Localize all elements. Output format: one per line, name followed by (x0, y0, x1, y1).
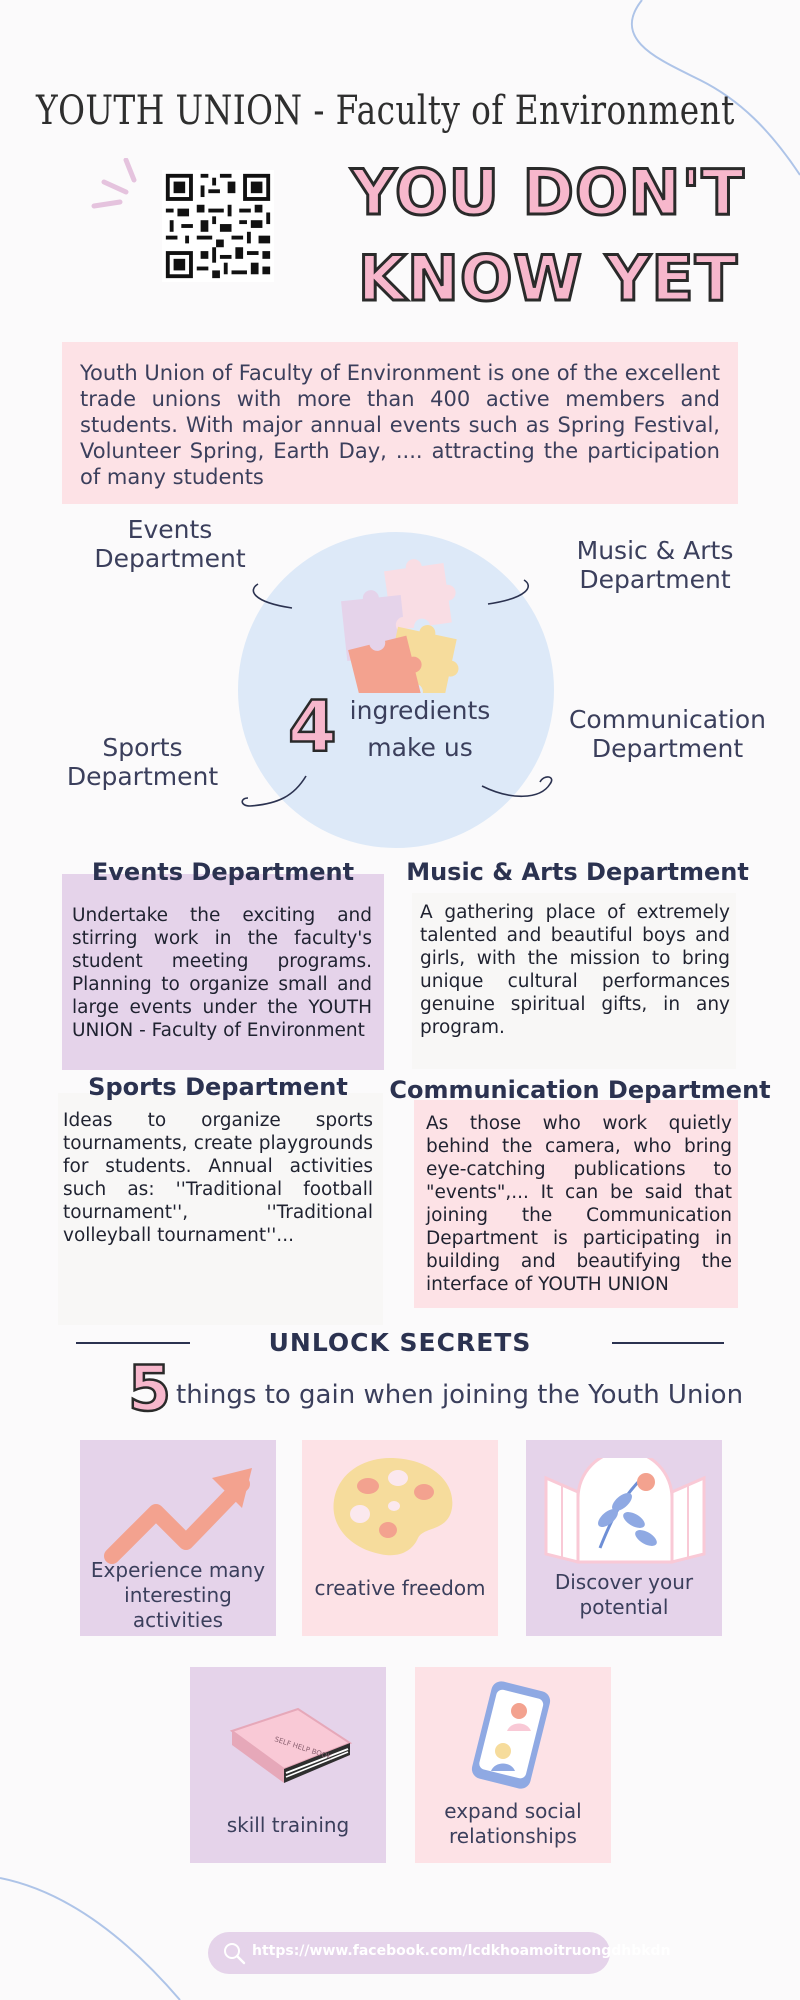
benefit-label: Discover your potential (554, 1570, 694, 1619)
benefit-label: Experience many interesting activities (90, 1558, 266, 1632)
headline: YOU DON'T KNOW YET (350, 155, 746, 317)
benefit-card-creative: creative freedom (302, 1440, 498, 1636)
communication-department-description: As those who work quietly behind the cam… (414, 1100, 738, 1308)
music-arts-department-label: Music & Arts Department (576, 536, 734, 594)
paint-palette-icon (333, 1458, 453, 1556)
events-department-description: Undertake the exciting and stirring work… (62, 874, 384, 1070)
benefit-label: skill training (226, 1813, 350, 1837)
benefits-number: 5 (127, 1351, 173, 1427)
qr-code-icon[interactable] (162, 170, 274, 282)
puzzle-icon (341, 559, 459, 693)
events-department-title: Events Department (91, 858, 355, 886)
phone-call-icon (471, 1681, 551, 1789)
unlock-secrets-heading: UNLOCK SECRETS (268, 1328, 532, 1357)
divider-right (612, 1342, 724, 1344)
benefit-card-skill: SELF HELP BOOK skill training (190, 1667, 386, 1863)
growth-arrow-icon (104, 1468, 252, 1564)
intro-text: Youth Union of Faculty of Environment is… (62, 342, 738, 504)
music-arts-department-description: A gathering place of extremely talented … (412, 893, 736, 1069)
sports-department-title: Sports Department (88, 1073, 348, 1101)
ingredients-text: ingredients make us (349, 696, 491, 762)
benefit-card-activities: Experience many interesting activities (80, 1440, 276, 1636)
communication-department-title: Communication Department (389, 1076, 771, 1104)
open-window-icon (544, 1458, 706, 1564)
divider-left (76, 1342, 190, 1344)
bottom-left-curve-decoration (0, 1877, 181, 2000)
ingredients-number: 4 (287, 685, 338, 770)
sports-department-label: Sports Department (66, 733, 219, 791)
book-icon: SELF HELP BOOK (229, 1707, 353, 1783)
communication-department-label: Communication Department (568, 705, 767, 763)
benefits-subtitle: things to gain when joining the Youth Un… (176, 1380, 744, 1410)
header-title: YOUTH UNION - Faculty of Environment (36, 88, 735, 134)
benefit-label: expand social relationships (444, 1799, 582, 1848)
benefit-label: creative freedom (314, 1576, 486, 1600)
benefit-card-potential: Discover your potential (526, 1440, 722, 1636)
events-department-label: Events Department (94, 515, 246, 573)
facebook-url[interactable]: https://www.facebook.com/lcdkhoamoitruon… (252, 1943, 671, 1959)
benefit-card-relationships: expand social relationships (415, 1667, 611, 1863)
facebook-link[interactable]: https://www.facebook.com/lcdkhoamoitruon… (208, 1932, 671, 1974)
search-icon (224, 1943, 246, 1965)
sports-department-description: Ideas to organize sports tournaments, cr… (58, 1093, 383, 1325)
music-arts-department-title: Music & Arts Department (406, 858, 749, 886)
sparkle-icon (91, 158, 137, 209)
